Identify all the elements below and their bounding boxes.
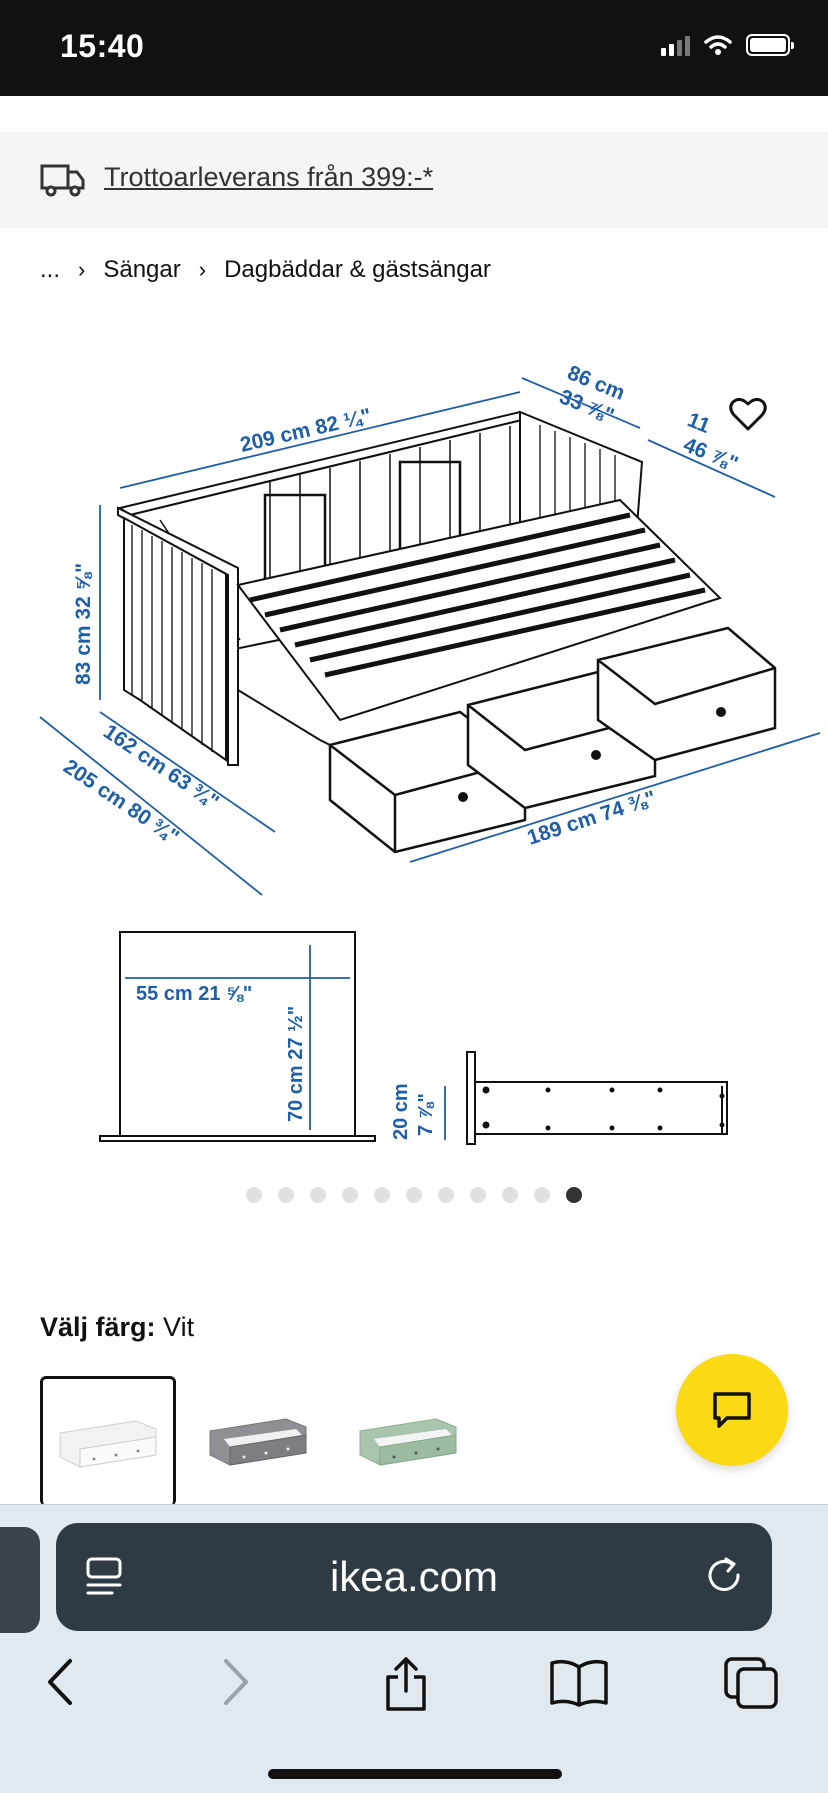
breadcrumb: ... › Sängar › Dagbäddar & gästsängar [40,256,491,284]
color-label: Välj färg: Vit [40,1312,194,1343]
daybed-thumbnail-green [359,1418,457,1466]
carousel-dot[interactable] [278,1187,294,1203]
color-swatches [40,1376,476,1506]
daybed-thumbnail-white [59,1419,157,1468]
chat-button[interactable] [676,1354,788,1466]
dim-extended-depth-in: 46 ⅞" [680,433,741,476]
forward-icon[interactable] [216,1655,256,1709]
image-carousel-dots[interactable] [0,1187,828,1203]
color-label-title: Välj färg: [40,1312,156,1342]
battery-icon [746,34,794,56]
tabs-icon[interactable] [722,1655,782,1711]
dim-height: 83 cm 32 ⅝" [72,563,95,685]
carousel-dot[interactable] [310,1187,326,1203]
home-indicator [268,1769,562,1779]
back-icon[interactable] [40,1655,80,1709]
heart-icon[interactable] [728,396,768,432]
browser-toolbar [0,1641,828,1741]
cellular-signal-icon [661,34,690,56]
carousel-dot[interactable] [534,1187,550,1203]
product-dimension-image[interactable]: 209 cm 82 ¼" 86 cm 33 ⅞" 11 46 ⅞" 83 cm … [0,320,828,1160]
chat-icon [713,1392,751,1428]
reader-mode-icon[interactable] [84,1555,124,1597]
carousel-dot[interactable] [406,1187,422,1203]
bookmarks-icon[interactable] [548,1655,610,1709]
carousel-dot-active[interactable] [566,1187,582,1203]
breadcrumb-item-daybeds[interactable]: Dagbäddar & gästsängar [224,256,491,283]
wifi-icon [704,35,732,55]
dim-inner-height: 70 cm 27 ½" [285,1006,307,1122]
dim-inner-width: 55 cm 21 ⅝" [136,983,252,1005]
dim-drawer-height-cm: 20 cm [390,1083,412,1140]
swatch-green[interactable] [340,1376,476,1506]
daybed-thumbnail-grey [209,1418,307,1466]
swatch-white[interactable] [40,1376,176,1506]
delivery-banner[interactable]: Trottoarleverans från 399:-* [0,132,828,228]
address-bar[interactable]: ikea.com [56,1523,772,1631]
carousel-dot[interactable] [470,1187,486,1203]
share-icon[interactable] [380,1655,432,1713]
browser-chrome: ikea.com [0,1504,828,1793]
carousel-dot[interactable] [246,1187,262,1203]
status-bar: 15:40 [0,0,828,96]
reload-icon[interactable] [704,1555,746,1597]
chevron-right-icon: › [198,257,207,282]
color-selected-value: Vit [163,1312,195,1342]
carousel-dot[interactable] [374,1187,390,1203]
chevron-right-icon: › [78,257,86,282]
carousel-dot[interactable] [342,1187,358,1203]
url-text[interactable]: ikea.com [329,1553,499,1600]
status-time: 15:40 [60,28,145,64]
carousel-dot[interactable] [502,1187,518,1203]
status-icons [661,34,794,56]
breadcrumb-item-beds[interactable]: Sängar [103,256,181,283]
dim-drawer-height-in: 7 ⅞" [415,1093,437,1136]
truck-icon [40,164,85,197]
delivery-link[interactable]: Trottoarleverans från 399:-* [104,162,434,192]
dim-length-back: 209 cm 82 ¼" [238,404,373,456]
carousel-dot[interactable] [438,1187,454,1203]
swatch-grey[interactable] [190,1376,326,1506]
previous-tab-peek[interactable] [0,1527,40,1633]
breadcrumb-ellipsis[interactable]: ... [40,256,61,283]
